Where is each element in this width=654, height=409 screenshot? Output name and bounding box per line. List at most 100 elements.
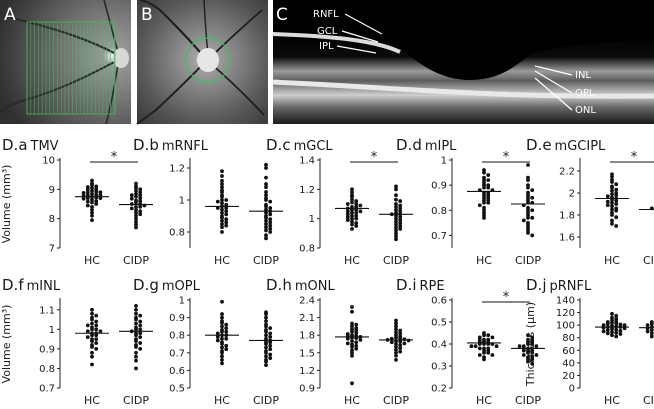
y-tick-label: 1.6 [559,233,575,244]
data-point [406,338,411,343]
data-point [134,225,138,230]
data-point [398,224,403,228]
data-point [394,216,398,221]
data-point [610,330,614,334]
data-point [215,338,220,343]
data-point [530,357,535,362]
data-point [268,220,273,225]
data-point [398,218,403,223]
data-point [134,307,138,312]
data-point [264,175,268,180]
data-point [264,363,268,368]
data-point [220,324,224,329]
data-point [614,202,619,206]
data-point [264,354,268,359]
data-point [94,346,99,351]
data-point [482,200,486,205]
image-label-b: B [141,5,153,25]
data-point [350,200,354,205]
y-tick-label: 7 [49,244,55,255]
y-tick-label: 0.8 [169,228,185,239]
data-point [605,199,610,204]
data-point [85,323,90,328]
y-tick-label: 0.2 [431,384,447,395]
oct-label-gcl: GCL [317,26,338,37]
data-point [264,342,268,346]
y-tick-label: 0.8 [299,244,315,255]
data-point [268,326,273,331]
data-point [129,196,134,201]
data-point [268,223,273,228]
data-point [85,199,90,204]
data-point [605,203,610,208]
data-point [94,202,99,206]
panel-label: D.i [396,276,417,294]
image-panel-a: A [0,0,131,125]
data-point [85,329,90,334]
y-tick-label: 1 [309,214,315,225]
data-point [402,341,407,346]
data-point [350,194,354,199]
oct-arrow-onl [534,77,573,111]
data-point [220,201,224,206]
data-point [220,336,224,341]
data-point [350,324,354,329]
y-tick-label: 1 [441,156,447,167]
panel-name: pRNFL [550,279,592,294]
data-point [138,341,143,345]
data-point [350,219,354,224]
data-point [268,331,273,336]
oct-rnfl-band [272,32,401,54]
data-point [350,305,354,309]
data-point [224,198,229,202]
x-category-label: CIDP [253,394,279,407]
y-tick-label: 1.2 [169,164,185,175]
data-point [90,183,94,187]
data-point [398,209,403,214]
data-point [264,185,268,190]
data-point [224,347,229,352]
data-point [354,224,359,228]
data-point [482,170,486,175]
y-tick-label: 1.1 [39,305,55,316]
data-point [354,202,359,206]
data-point [90,311,94,316]
y-tick-label: 0.8 [431,206,447,217]
data-point [350,335,354,340]
data-point [264,204,268,209]
data-point [268,340,273,345]
data-point [134,358,138,363]
data-point [94,184,99,189]
significance-star: * [111,150,118,165]
data-point [354,221,359,225]
data-point [394,335,398,340]
panel-label: D.j [526,276,547,294]
image-label-c: C [276,5,288,25]
data-point [220,357,224,362]
data-point [90,213,94,218]
y-tick-label: 1.2 [299,366,315,377]
x-category-label: CIDP [515,254,541,267]
data-point [526,178,530,183]
x-category-label: CIDP [383,394,409,407]
panel-name: mONL [295,279,336,294]
x-category-label: HC [344,394,360,407]
data-point [94,199,99,203]
data-point [354,199,359,203]
data-point [610,218,614,223]
data-point [610,213,614,217]
data-point [138,196,143,201]
data-point [220,361,224,366]
data-point [526,359,530,364]
panel-label: D.g [133,276,159,294]
data-point [138,190,143,195]
